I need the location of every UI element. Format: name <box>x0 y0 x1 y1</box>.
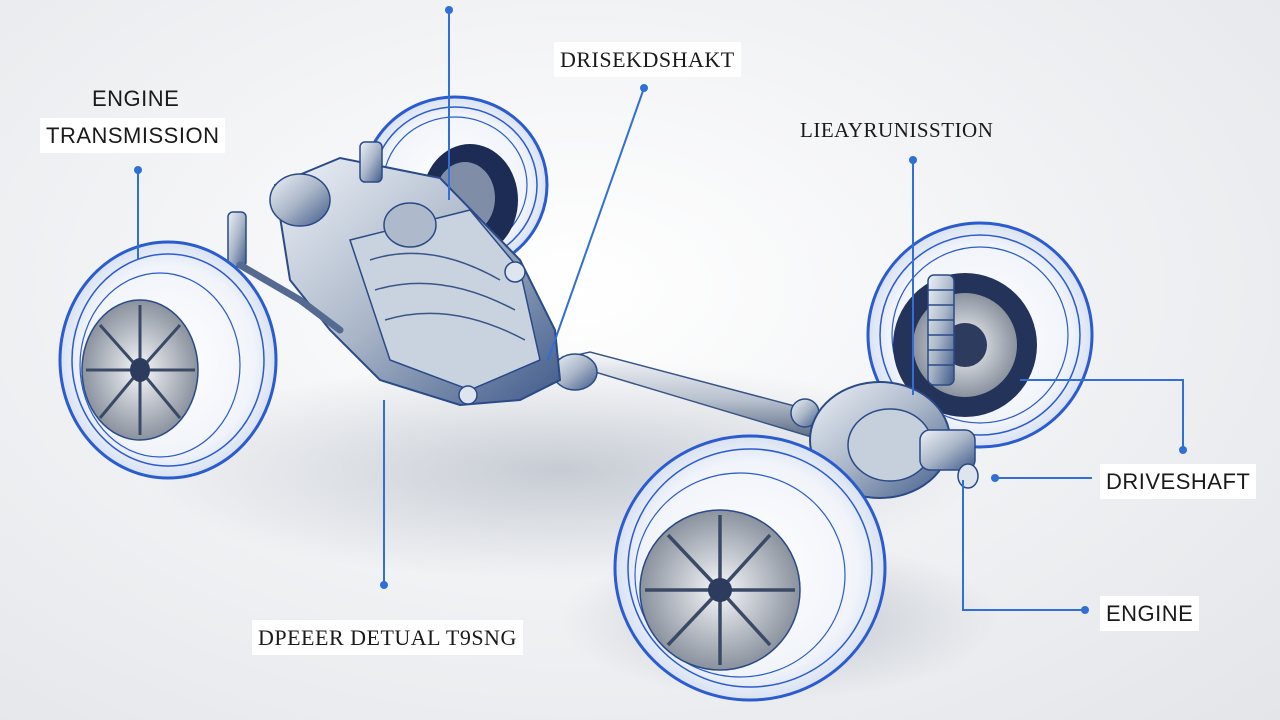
front-right-wheel <box>613 434 887 702</box>
leader-dots <box>134 6 1187 614</box>
label-transmission-top-right: LIEAYRUNISSTION <box>800 118 994 142</box>
label-transmission-top-left: TRANSMISSION <box>40 118 226 154</box>
label-driveshaft-top: DRISEKDSHAKT <box>554 42 741 78</box>
rear-differential <box>809 381 979 499</box>
label-engine-right: ENGINE <box>1100 596 1200 632</box>
label-engine-top-left: ENGINE <box>92 86 180 111</box>
label-detail-bottom: DPEEER DETUAL T9SNG <box>252 620 523 656</box>
front-left-wheel <box>58 240 278 480</box>
leader-lines <box>137 10 1184 611</box>
engine-transmission-block <box>227 141 562 407</box>
rear-suspension-strut <box>927 274 955 386</box>
label-driveshaft-right: DRIVESHAFT <box>1100 464 1257 500</box>
